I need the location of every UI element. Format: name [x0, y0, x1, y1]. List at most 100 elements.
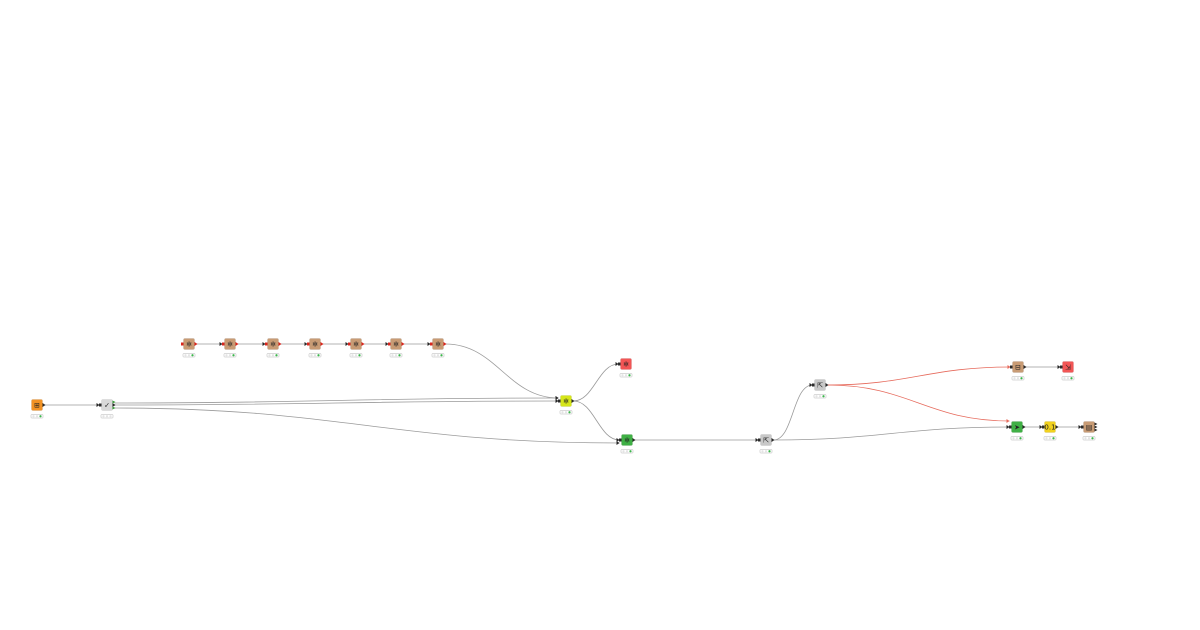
node-split[interactable]: ⇱ — [812, 379, 829, 399]
node-meta-7[interactable]: ✲ — [430, 338, 447, 358]
output-port[interactable] — [112, 400, 116, 404]
node-writer[interactable]: ▤ — [1081, 421, 1098, 441]
input-port[interactable] — [99, 403, 102, 407]
input-port[interactable] — [388, 342, 391, 346]
node-view-icon: ⇲ — [1065, 364, 1071, 372]
output-port[interactable] — [361, 342, 365, 346]
output-port[interactable] — [1022, 425, 1026, 429]
status-light-yellow — [35, 415, 39, 418]
node-other-icon: ⊟ — [1015, 364, 1021, 372]
input-port[interactable] — [1042, 425, 1045, 429]
input-port[interactable] — [758, 438, 761, 442]
connection-arrowhead — [555, 396, 559, 400]
status-light-yellow — [1087, 437, 1091, 440]
status-light-red — [1013, 377, 1016, 380]
input-port[interactable] — [1081, 425, 1084, 429]
connection-n-column-filter-to-n-loop[interactable] — [114, 397, 559, 404]
connection-arrowhead — [427, 342, 431, 346]
connection-arrowhead — [262, 342, 266, 346]
status-light-yellow — [1048, 437, 1052, 440]
node-meta-5[interactable]: ✲ — [348, 338, 365, 358]
input-port[interactable] — [181, 342, 184, 346]
status-light-red — [1012, 437, 1015, 440]
node-file-reader[interactable]: ⊞ — [30, 399, 46, 419]
node-partition[interactable]: ⇱ — [758, 434, 775, 454]
connection-arrowhead — [809, 383, 813, 387]
output-port[interactable] — [1094, 422, 1098, 426]
input-port[interactable] — [222, 342, 225, 346]
output-port[interactable] — [42, 403, 46, 407]
node-metanode-icon: ✲ — [435, 341, 441, 349]
connection-n-partition-to-n-predictor[interactable] — [773, 426, 1010, 441]
input-port[interactable] — [618, 362, 621, 366]
status-light-green — [568, 411, 571, 414]
output-port[interactable] — [112, 403, 116, 407]
output-port[interactable] — [632, 438, 636, 442]
nodes-layer: ⊞ ✓ ✲ ✲ ✲ ✲ ✲ ✲ ✲ ✲ ✲ ✲ ⇱ ⇱ ⊟ ⇲ ➤ 0.1 ▤ — [30, 338, 1098, 454]
node-metanode-icon: ✲ — [227, 341, 233, 349]
connection-n-split-to-n-predictor[interactable] — [827, 384, 1010, 422]
node-view[interactable]: ✲ — [618, 358, 633, 378]
input-port[interactable] — [265, 342, 268, 346]
connection-arrowhead — [755, 438, 759, 442]
connection-n-column-filter-to-n-learner[interactable] — [114, 407, 620, 444]
status-light-yellow — [394, 354, 398, 357]
node-report[interactable]: ⇲ — [1060, 361, 1075, 381]
status-light-yellow — [625, 450, 629, 453]
node-meta-6[interactable]: ✲ — [388, 338, 405, 358]
input-port[interactable] — [812, 383, 815, 387]
connection-n-split-to-n-scorer[interactable] — [827, 366, 1011, 386]
output-port[interactable] — [278, 342, 282, 346]
input-port[interactable] — [1060, 365, 1063, 369]
output-port[interactable] — [235, 342, 239, 346]
status-light-red — [561, 411, 564, 414]
node-learner[interactable]: ✲ — [619, 434, 636, 454]
node-metanode-icon: ✲ — [186, 341, 192, 349]
node-column-filter[interactable]: ✓ — [99, 399, 116, 419]
input-port[interactable] — [348, 342, 351, 346]
connection-n-loop-to-n-learner[interactable] — [573, 400, 620, 441]
status-light-green — [629, 450, 632, 453]
node-meta-2[interactable]: ✲ — [222, 338, 239, 358]
input-port[interactable] — [619, 438, 622, 442]
node-loop[interactable]: ✲ — [558, 395, 575, 415]
input-port[interactable] — [1009, 425, 1012, 429]
node-number-formatter[interactable]: 0.1 — [1042, 421, 1059, 441]
node-scorer[interactable]: ⊟ — [1010, 361, 1027, 381]
node-predictor[interactable]: ➤ — [1009, 421, 1026, 441]
node-meta-1[interactable]: ✲ — [181, 338, 198, 358]
connection-arrowhead — [385, 342, 389, 346]
output-port[interactable] — [1055, 425, 1059, 429]
connection-n-meta-7-to-n-loop[interactable] — [445, 343, 559, 399]
input-port[interactable] — [307, 342, 310, 346]
status-light-red — [225, 354, 228, 357]
output-port[interactable] — [320, 342, 324, 346]
status-light-yellow — [624, 374, 628, 377]
output-port[interactable] — [112, 406, 116, 410]
input-port[interactable] — [558, 399, 561, 403]
output-port[interactable] — [571, 399, 575, 403]
node-predictor-icon: ➤ — [1014, 424, 1020, 432]
connection-n-loop-to-n-view[interactable] — [573, 363, 619, 402]
output-port[interactable] — [1094, 428, 1098, 432]
output-port[interactable] — [443, 342, 447, 346]
node-meta-3[interactable]: ✲ — [265, 338, 282, 358]
connection-arrowhead — [1006, 425, 1010, 429]
output-port[interactable] — [1023, 365, 1027, 369]
input-port[interactable] — [430, 342, 433, 346]
output-port[interactable] — [1094, 425, 1098, 429]
output-port[interactable] — [825, 383, 829, 387]
connection-n-column-filter-to-n-loop[interactable] — [114, 400, 559, 406]
status-light-red — [433, 354, 436, 357]
connection-arrowhead — [1039, 425, 1043, 429]
output-port[interactable] — [771, 438, 775, 442]
input-port[interactable] — [1010, 365, 1013, 369]
node-meta-4[interactable]: ✲ — [307, 338, 324, 358]
connection-n-partition-to-n-split[interactable] — [773, 384, 813, 441]
output-port[interactable] — [194, 342, 198, 346]
status-light-green — [1020, 377, 1023, 380]
output-port[interactable] — [401, 342, 405, 346]
status-light-yellow — [354, 354, 358, 357]
node-status-indicator — [1010, 436, 1024, 441]
